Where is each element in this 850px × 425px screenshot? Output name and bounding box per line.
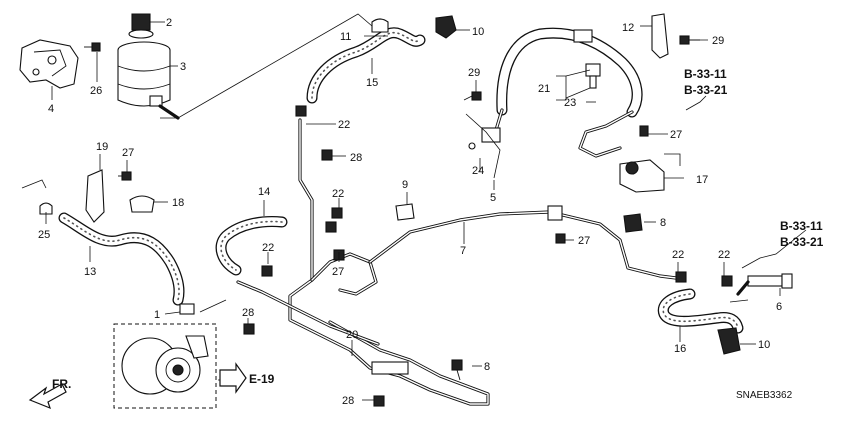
ref-e19: E-19 — [249, 372, 275, 386]
callout-11: 11 — [340, 31, 351, 43]
callout-28-bottom: 28 — [342, 395, 354, 407]
bolt-27-left — [118, 171, 132, 181]
e19-arrow-icon — [219, 362, 247, 394]
callout-6: 6 — [776, 301, 782, 313]
callout-22-left: 22 — [262, 242, 274, 254]
hose-15 — [306, 27, 426, 104]
clamp-11 — [371, 18, 389, 33]
callout-15: 15 — [366, 77, 378, 89]
joint-6 — [736, 273, 793, 296]
callout-18: 18 — [172, 197, 184, 209]
tank-bracket — [19, 39, 79, 89]
callout-29-center: 29 — [468, 67, 480, 79]
bolt-26 — [84, 42, 101, 52]
callout-21: 21 — [538, 83, 550, 95]
clamps-22-27-28 — [243, 105, 733, 407]
pressure-switch — [585, 63, 601, 89]
ref-b3311-lower: B-33-11 — [780, 219, 823, 233]
hose-16 — [657, 288, 744, 334]
callout-27-upper: 27 — [670, 129, 682, 141]
bolt-27-upper — [639, 125, 649, 137]
bolt-8-bottom — [451, 359, 463, 381]
callout-22-right-a: 22 — [672, 249, 684, 261]
callout-8-right: 8 — [660, 217, 666, 229]
callout-8-bottom: 8 — [484, 361, 490, 373]
clip-8-right — [623, 213, 643, 233]
diagram-code: SNAEB3362 — [736, 390, 793, 401]
callout-22-top: 22 — [338, 119, 350, 131]
callout-2: 2 — [166, 17, 172, 29]
callout-17: 17 — [696, 174, 708, 186]
bolt-29-center — [463, 91, 482, 101]
callout-27-right: 27 — [578, 235, 590, 247]
hose-13 — [58, 212, 185, 306]
clamp-18 — [129, 195, 155, 213]
clip-10-bottom — [717, 327, 741, 355]
ref-b3311-upper: B-33-11 — [684, 67, 727, 81]
callout-19: 19 — [96, 141, 108, 153]
clip-10-top — [435, 15, 457, 39]
fr-arrow-icon — [28, 383, 67, 410]
callout-27-left: 27 — [122, 147, 134, 159]
callout-7: 7 — [460, 245, 466, 257]
direction-label: FR. — [52, 377, 71, 391]
callout-24: 24 — [472, 165, 484, 177]
callout-28-left: 28 — [242, 307, 254, 319]
leader-lines — [21, 13, 807, 401]
callout-10-top: 10 — [472, 26, 484, 38]
callout-27-mid: 27 — [332, 266, 344, 278]
callout-5: 5 — [490, 192, 496, 204]
callout-28-top: 28 — [350, 152, 362, 164]
pipe-7 — [310, 205, 678, 296]
callout-13: 13 — [84, 266, 96, 278]
reservoir-cap — [128, 13, 154, 39]
bracket-17 — [619, 159, 665, 193]
pipe-20 — [236, 118, 490, 406]
ref-b3321-lower: B-33-21 — [780, 235, 824, 249]
pump-box — [113, 303, 217, 409]
bracket-19 — [85, 169, 105, 223]
callout-3: 3 — [180, 61, 186, 73]
fluid-reservoir — [117, 41, 180, 120]
clamp-25 — [39, 202, 53, 215]
callout-4: 4 — [48, 103, 54, 115]
callout-23: 23 — [564, 97, 576, 109]
callout-1: 1 — [154, 309, 160, 321]
union-24 — [468, 127, 501, 150]
hose-21-lower — [578, 110, 634, 158]
callout-25: 25 — [38, 229, 50, 241]
bracket-12 — [651, 13, 669, 59]
callout-22-mid: 22 — [332, 188, 344, 200]
callout-10-bottom: 10 — [758, 339, 770, 351]
ref-b3321-upper: B-33-21 — [684, 83, 728, 97]
callout-29-right: 29 — [712, 35, 724, 47]
callout-14: 14 — [258, 186, 270, 198]
hose-14 — [215, 216, 288, 276]
callout-16: 16 — [674, 343, 686, 355]
callout-26: 26 — [90, 85, 102, 97]
clip-9 — [395, 203, 415, 221]
callout-9: 9 — [402, 179, 408, 191]
callout-12: 12 — [622, 22, 634, 34]
callout-22-right-b: 22 — [718, 249, 730, 261]
callout-20: 20 — [346, 329, 358, 341]
